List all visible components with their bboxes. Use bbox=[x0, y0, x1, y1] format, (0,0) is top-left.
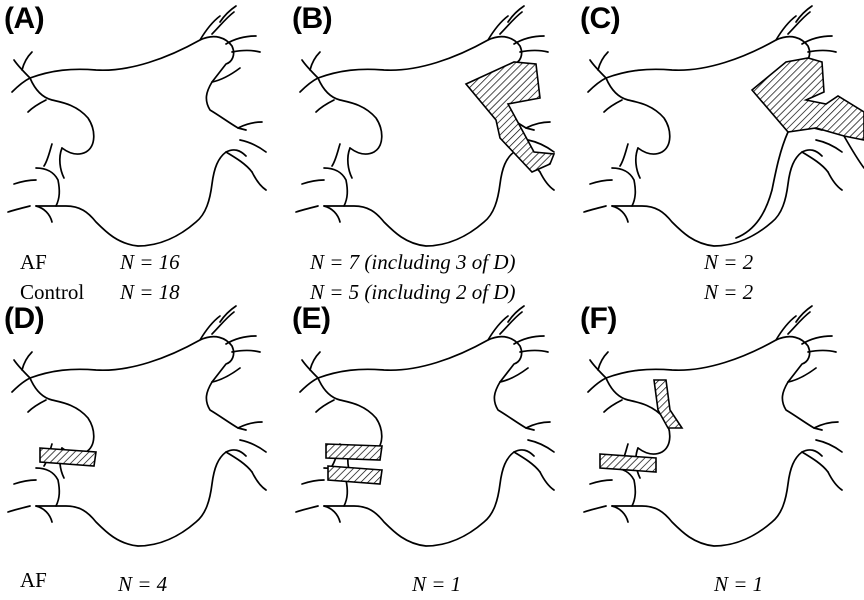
caption-e-value: N = 1 bbox=[412, 572, 461, 596]
caption-a-af-prefix: AF bbox=[20, 250, 47, 274]
caption-d-af: AF bbox=[20, 568, 47, 592]
ablation-region-e-lower bbox=[328, 466, 382, 484]
caption-b-1-text: N = 7 (including 3 of D) bbox=[310, 250, 516, 274]
extended-outline-c bbox=[736, 132, 788, 238]
panel-label-c: (C) bbox=[580, 2, 620, 36]
caption-a-af: AF bbox=[20, 250, 47, 274]
atrium-drawing-e bbox=[288, 300, 576, 600]
panel-label-d: (D) bbox=[4, 302, 44, 336]
panel-label-f: (F) bbox=[580, 302, 617, 336]
panel-c: (C) N = 2 N = 2 bbox=[576, 0, 864, 300]
caption-d-text: N = 4 bbox=[118, 572, 167, 596]
caption-e-text: N = 1 bbox=[412, 572, 461, 596]
caption-c-1: N = 2 bbox=[704, 250, 753, 274]
panel-a: (A) AF N = 16 Control N = 18 bbox=[0, 0, 288, 300]
panel-d: (D) AF N = 4 bbox=[0, 300, 288, 600]
atrium-drawing-f bbox=[576, 300, 864, 600]
ablation-region-e-upper bbox=[326, 444, 382, 460]
caption-d-af-prefix: AF bbox=[20, 568, 47, 592]
caption-f-text: N = 1 bbox=[714, 572, 763, 596]
caption-f-value: N = 1 bbox=[714, 572, 763, 596]
caption-a-af-text: N = 16 bbox=[120, 250, 180, 274]
atrium-drawing-d bbox=[0, 300, 288, 600]
caption-a-af-value: N = 16 bbox=[120, 250, 180, 274]
panel-label-e: (E) bbox=[292, 302, 331, 336]
ablation-region-f-upper bbox=[654, 380, 682, 428]
caption-c-1-text: N = 2 bbox=[704, 250, 753, 274]
panel-b: (B) N = 7 (including 3 of D) N = 5 (incl… bbox=[288, 0, 576, 300]
caption-b-1: N = 7 (including 3 of D) bbox=[310, 250, 516, 274]
ablation-region-f-lower bbox=[600, 454, 656, 472]
panel-e: (E) N = 1 bbox=[288, 300, 576, 600]
ablation-region-c bbox=[752, 58, 864, 140]
panel-f: (F) N = 1 bbox=[576, 300, 864, 600]
panel-label-a: (A) bbox=[4, 2, 44, 36]
ablation-region-d bbox=[40, 448, 96, 466]
caption-d-value: N = 4 bbox=[118, 572, 167, 596]
panel-label-b: (B) bbox=[292, 2, 332, 36]
